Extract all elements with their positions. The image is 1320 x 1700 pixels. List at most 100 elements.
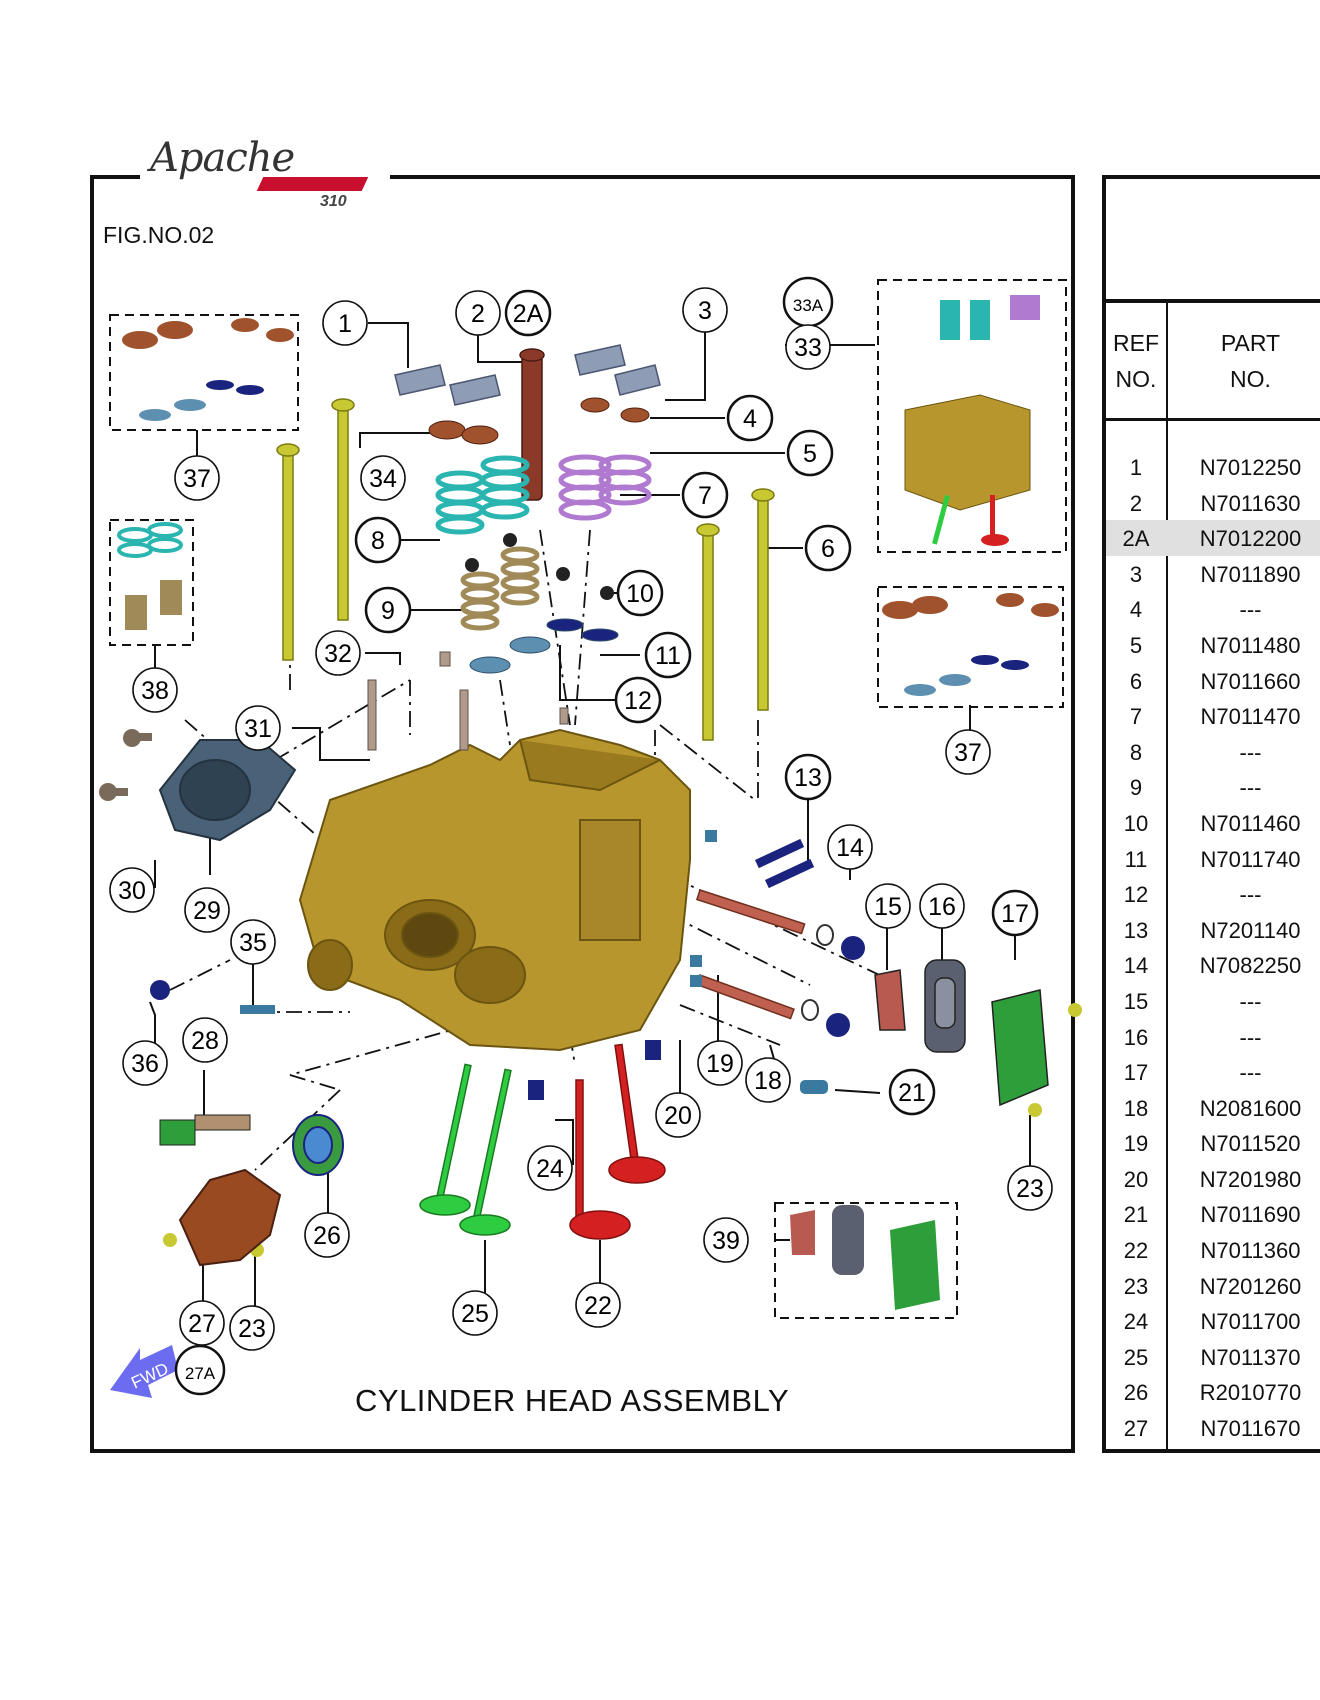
callout-27a: 27A — [174, 1344, 226, 1396]
callout-20: 20 — [655, 1092, 701, 1138]
logo-model: 310 — [320, 193, 347, 210]
part-no: --- — [1239, 988, 1262, 1014]
callout-5: 5 — [786, 429, 834, 477]
table-top-area — [1106, 179, 1320, 303]
ref-no: 19 — [1123, 1131, 1149, 1157]
callout-1: 1 — [322, 300, 368, 346]
purple-springs — [558, 454, 652, 521]
header-part-line1: PART — [1220, 330, 1281, 356]
callout-38: 38 — [132, 667, 178, 713]
callout-34: 34 — [360, 455, 406, 501]
callout-label: 10 — [626, 580, 654, 608]
callout-label: 8 — [371, 527, 385, 555]
callout-17: 17 — [991, 889, 1039, 937]
callout-label: 39 — [712, 1227, 740, 1255]
callout-35: 35 — [230, 919, 276, 965]
callout-label: 27A — [185, 1364, 216, 1383]
callout-31: 31 — [235, 705, 281, 751]
figure-caption: CYLINDER HEAD ASSEMBLY — [355, 1383, 790, 1418]
callout-label: 37 — [183, 465, 211, 493]
part-no: N7011690 — [1200, 1202, 1301, 1228]
ref-no: 18 — [1123, 1095, 1149, 1121]
callout-13: 13 — [784, 753, 832, 801]
ref-no: 22 — [1123, 1238, 1149, 1264]
callout-label: 17 — [1001, 900, 1029, 928]
callout-label: 28 — [191, 1027, 219, 1055]
header-ref-line2: NO. — [1115, 366, 1157, 392]
callout-33a: 33A — [782, 276, 834, 328]
part-no: N7011520 — [1200, 1131, 1301, 1157]
ref-no: 11 — [1124, 846, 1148, 872]
callout-label: 15 — [874, 893, 902, 921]
part-no: N7011480 — [1200, 632, 1301, 658]
cylinder-head — [298, 728, 691, 1052]
callout-label: 26 — [313, 1222, 341, 1250]
callout-label: 1 — [338, 310, 352, 338]
ref-no: 2A — [1122, 526, 1150, 552]
intake-manifold — [158, 739, 297, 842]
callout-39: 39 — [703, 1217, 749, 1263]
callout-label: 18 — [754, 1067, 782, 1095]
callout-label: 3 — [698, 297, 712, 325]
fwd-arrow: FWD — [110, 1345, 178, 1398]
logo-script: Apache — [150, 135, 295, 181]
part-no: --- — [1239, 1024, 1262, 1050]
callout-label: 37 — [954, 739, 982, 767]
callout-3: 3 — [682, 287, 728, 333]
short-bolts — [367, 651, 569, 751]
callout-label: 16 — [928, 893, 956, 921]
callout-label: 11 — [655, 642, 681, 670]
callout-label: 20 — [664, 1102, 692, 1130]
callout-12: 12 — [614, 676, 662, 724]
callout-28: 28 — [182, 1017, 228, 1063]
brand-logo: Apache 310 — [140, 135, 390, 220]
callout-label: 4 — [743, 405, 757, 433]
ref-no: 10 — [1123, 810, 1149, 836]
part-no: --- — [1239, 775, 1262, 801]
sensor — [159, 1114, 251, 1146]
o-rings — [801, 924, 834, 1021]
callout-label: 12 — [624, 687, 652, 715]
part-no: N7012250 — [1199, 455, 1302, 480]
callout-label: 21 — [898, 1079, 926, 1107]
callout-2: 2 — [455, 290, 501, 336]
part-no: N7011470 — [1200, 704, 1301, 730]
ref-no: 13 — [1123, 917, 1149, 943]
part-no: N7011700 — [1200, 1309, 1301, 1335]
callout-25: 25 — [452, 1290, 498, 1336]
red-valves — [569, 1043, 666, 1240]
part-no: N7201980 — [1199, 1166, 1302, 1192]
callout-label: 30 — [118, 877, 146, 905]
callout-label: 7 — [698, 482, 712, 510]
ref-no: 4 — [1129, 597, 1143, 623]
navy-parts — [150, 838, 865, 1100]
callout-26: 26 — [304, 1212, 350, 1258]
part-no: N7011670 — [1200, 1416, 1301, 1442]
callout-label: 13 — [794, 764, 822, 792]
part-no: N7012200 — [1199, 526, 1302, 552]
ref-no: 15 — [1123, 988, 1149, 1014]
teal-springs — [435, 455, 530, 535]
callout-18: 18 — [745, 1057, 791, 1103]
ref-no: 9 — [1129, 775, 1143, 801]
table-row: 8--- — [1106, 734, 1320, 770]
callout-label: 34 — [369, 465, 397, 493]
callout-32: 32 — [315, 630, 361, 676]
callout-label: 24 — [536, 1155, 564, 1183]
part-no: N7011740 — [1200, 846, 1301, 872]
ref-no: 6 — [1129, 668, 1143, 694]
part-no: N7011630 — [1200, 490, 1301, 516]
part-no: N7082250 — [1199, 953, 1302, 979]
callout-21: 21 — [888, 1068, 936, 1116]
ref-no: 1 — [1129, 455, 1143, 480]
table-row: 15 --- — [1106, 983, 1320, 1019]
